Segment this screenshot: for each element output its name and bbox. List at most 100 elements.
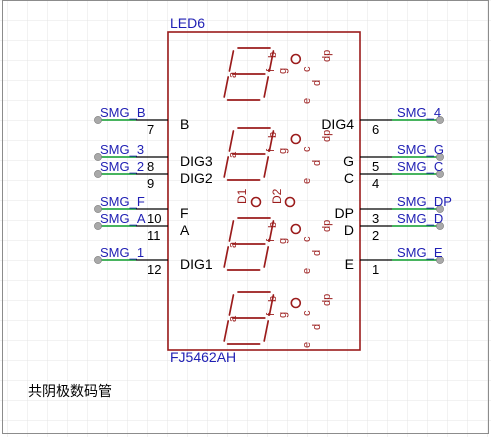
segment-label-b: b: [267, 222, 279, 228]
junction-dot[interactable]: [94, 205, 102, 213]
pin-number: 4: [372, 176, 379, 191]
right-pin-4[interactable]: SMG_C4C: [344, 159, 444, 191]
pin-number: 11: [147, 228, 161, 243]
segment-e: [223, 76, 230, 98]
junction-dot[interactable]: [436, 153, 444, 161]
colon-label: D1: [235, 188, 249, 204]
junction-dot[interactable]: [436, 170, 444, 178]
pin-name: DIG4: [321, 116, 354, 132]
decimal-point: [290, 223, 302, 235]
junction-dot[interactable]: [94, 116, 102, 124]
segment-label-d: d: [311, 80, 323, 86]
pin-number: 12: [147, 262, 161, 277]
pin-name: G: [343, 153, 354, 169]
segment-label-f: f: [265, 148, 277, 152]
net-label: SMG_DP: [397, 194, 452, 209]
right-pin-1[interactable]: SMG_E1E: [345, 245, 444, 277]
pin-name: D: [344, 222, 354, 238]
segment-label-c: c: [301, 66, 313, 72]
net-label: SMG_B: [100, 105, 146, 120]
net-label: SMG_3: [100, 142, 144, 157]
segment-label-dp: dp: [321, 294, 333, 306]
colon-led-d2: D2: [270, 188, 296, 208]
junction-dot[interactable]: [94, 222, 102, 230]
pin-number: 6: [372, 122, 379, 137]
net-label: SMG_A: [100, 211, 146, 226]
right-pin-2[interactable]: SMG_D2D: [344, 211, 444, 243]
decimal-point: [290, 297, 302, 309]
net-label: SMG_2: [100, 159, 144, 174]
pin-name: DIG3: [180, 153, 213, 169]
left-pin-8[interactable]: SMG_38 DIG3: [94, 142, 213, 174]
segment-label-b: b: [267, 52, 279, 58]
segment-e: [223, 320, 230, 342]
segment-label-e: e: [301, 178, 313, 184]
junction-dot[interactable]: [94, 153, 102, 161]
segment-label-dp: dp: [321, 130, 333, 142]
segment-label-a: a: [227, 315, 239, 322]
pin-number: 7: [147, 122, 154, 137]
net-label: SMG_1: [100, 245, 144, 260]
net-label: SMG_D: [397, 211, 443, 226]
segment-b: [268, 50, 275, 72]
component-designator: LED6: [170, 15, 205, 31]
segment-label-d: d: [311, 250, 323, 256]
pin-name: A: [180, 222, 190, 238]
segment-label-f: f: [265, 312, 277, 316]
segment-f: [228, 130, 235, 152]
junction-dot[interactable]: [94, 170, 102, 178]
segment-label-b: b: [267, 132, 279, 138]
net-label: SMG_E: [397, 245, 443, 260]
pin-number: 8: [147, 159, 154, 174]
pin-name: DP: [335, 205, 354, 221]
pin-name: C: [344, 170, 354, 186]
junction-dot[interactable]: [436, 205, 444, 213]
segment-label-g: g: [277, 312, 289, 318]
segment-e: [223, 246, 230, 268]
decimal-point: [290, 133, 302, 145]
pin-number: 5: [372, 159, 379, 174]
led-display-component[interactable]: LED6 FJ5462AH: [167, 15, 361, 365]
junction-dot[interactable]: [436, 256, 444, 264]
segment-label-a: a: [227, 71, 239, 78]
left-pin-11[interactable]: SMG_A11 A: [94, 211, 190, 243]
segment-c: [263, 320, 270, 342]
segment-label-a: a: [227, 241, 239, 248]
segment-label-c: c: [301, 236, 313, 242]
colon-label: D2: [270, 188, 284, 204]
segment-label-d: d: [311, 324, 323, 330]
segment-b: [268, 130, 275, 152]
segment-label-a: a: [227, 151, 239, 158]
junction-dot[interactable]: [436, 222, 444, 230]
segment-label-b: b: [267, 296, 279, 302]
segment-label-dp: dp: [321, 50, 333, 62]
segment-c: [263, 246, 270, 268]
pin-number: 9: [147, 176, 154, 191]
segment-label-g: g: [277, 238, 289, 244]
segment-f: [228, 294, 235, 316]
junction-dot[interactable]: [436, 116, 444, 124]
right-pin-5[interactable]: SMG_G 5 G: [343, 142, 444, 174]
decimal-point: [290, 53, 302, 65]
segment-e: [223, 156, 230, 178]
segment-label-c: c: [301, 146, 313, 152]
segment-b: [268, 220, 275, 242]
junction-dot[interactable]: [94, 256, 102, 264]
segment-b: [268, 294, 275, 316]
pin-name: E: [345, 256, 354, 272]
net-label: SMG_G: [397, 142, 444, 157]
